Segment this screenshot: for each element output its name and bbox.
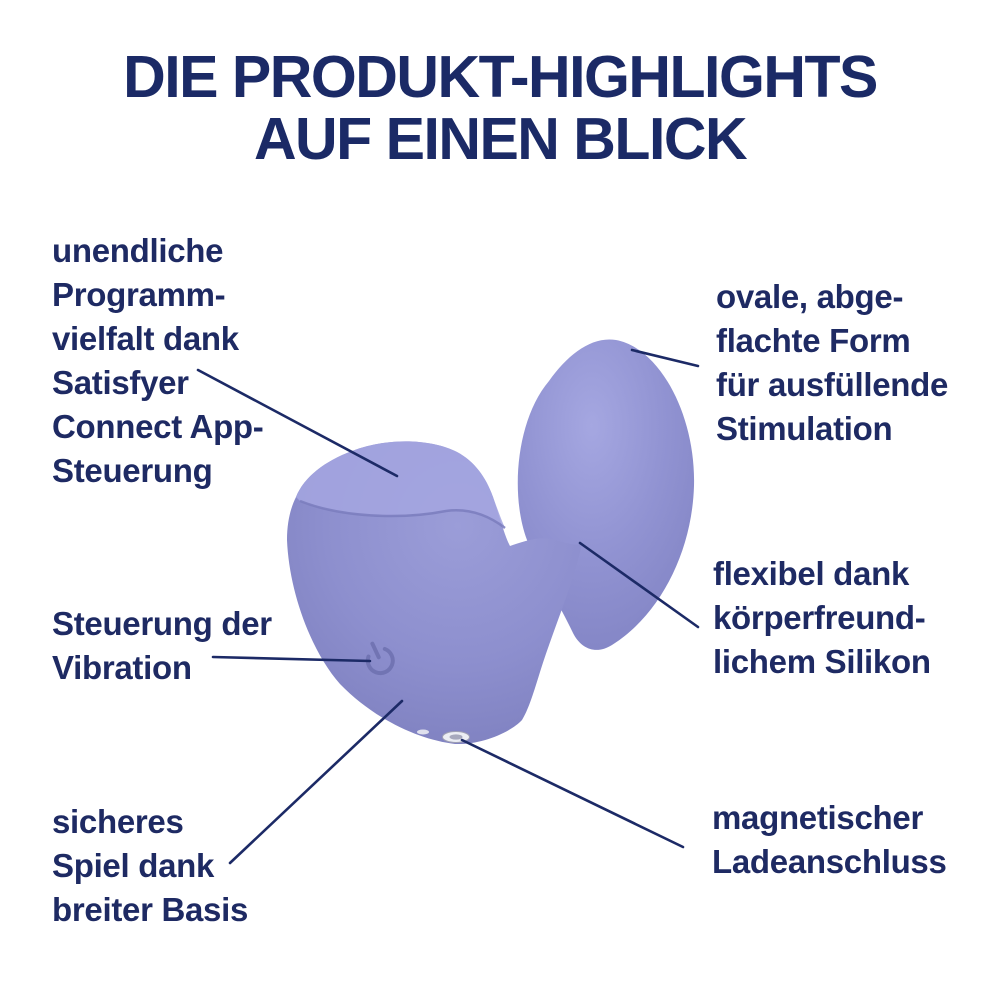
leader-line-app-control <box>196 368 399 478</box>
page-title: DIE PRODUKT-HIGHLIGHTS AUF EINEN BLICK <box>0 46 1000 170</box>
page-title-line1: DIE PRODUKT-HIGHLIGHTS <box>123 44 878 110</box>
page-title-line2: AUF EINEN BLICK <box>253 106 748 172</box>
callout-flexible-silicone: flexibel dank körperfreund- lichem Silik… <box>713 552 931 684</box>
product-base-crease <box>299 499 506 529</box>
callout-oval-shape: ovale, abge- flachte Form für ausfüllend… <box>716 275 948 451</box>
callout-line: ovale, abge- <box>716 278 904 315</box>
leader-line-flexible-silicone <box>578 541 700 629</box>
callout-line: flexibel dank <box>713 555 910 592</box>
callout-line: lichem Silikon <box>713 643 931 680</box>
leader-line-magnetic-charging <box>460 738 685 849</box>
callout-safe-base: sicheres Spiel dank breiter Basis <box>52 800 248 932</box>
callout-vibration-control: Steuerung der Vibration <box>52 602 272 690</box>
product-base <box>287 441 582 745</box>
callout-line: Steuerung <box>52 452 213 489</box>
callout-line: Stimulation <box>716 410 893 447</box>
callout-line: Satisfyer <box>52 364 189 401</box>
callout-line: Steuerung der <box>52 605 272 642</box>
leader-line-vibration-control <box>211 655 372 663</box>
callout-line: Programm- <box>52 276 226 313</box>
leader-line-oval-shape <box>630 348 700 368</box>
callout-line: Spiel dank <box>52 847 215 884</box>
callout-line: körperfreund- <box>713 599 926 636</box>
callout-line: vielfalt dank <box>52 320 239 357</box>
callout-line: magnetischer <box>712 799 923 836</box>
power-icon <box>365 641 395 676</box>
callout-app-control: unendliche Programm- vielfalt dank Satis… <box>52 229 264 493</box>
callout-line: für ausfüllende <box>716 366 949 403</box>
leader-line-safe-base <box>228 699 404 865</box>
callout-magnetic-charging: magnetischer Ladeanschluss <box>712 796 947 884</box>
callout-line: breiter Basis <box>52 891 249 928</box>
callout-line: Ladeanschluss <box>712 843 947 880</box>
callout-line: Vibration <box>52 649 192 686</box>
product-base-top-face <box>296 441 505 528</box>
callout-line: unendliche <box>52 232 224 269</box>
callout-line: Connect App- <box>52 408 264 445</box>
callout-line: sicheres <box>52 803 184 840</box>
callout-line: flachte Form <box>716 322 911 359</box>
